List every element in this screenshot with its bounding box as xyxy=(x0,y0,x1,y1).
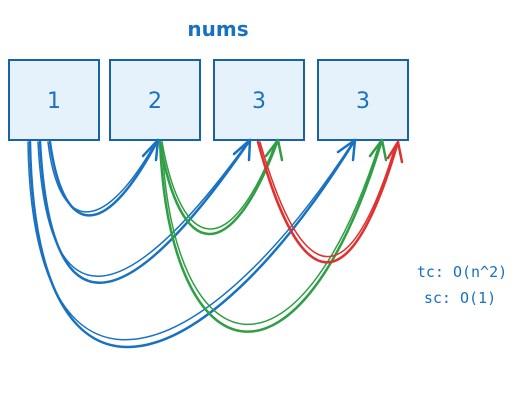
array-cell-value: 3 xyxy=(252,89,266,114)
arrow-3-to-4 xyxy=(256,140,404,264)
array-cell-value: 3 xyxy=(356,89,370,114)
array-cell-2: 3 xyxy=(213,59,305,141)
array-cell-value: 1 xyxy=(47,89,61,114)
red-arrows xyxy=(256,140,404,264)
array-cell-1: 2 xyxy=(109,59,201,141)
arrow-1-to-3 xyxy=(37,138,252,284)
arrow-1-to-2 xyxy=(47,138,160,217)
array-cell-0: 1 xyxy=(8,59,100,141)
arrow-2-to-4 xyxy=(158,138,388,333)
arrow-1-to-4 xyxy=(27,138,357,349)
array-cell-3: 3 xyxy=(317,59,409,141)
array-cells: 1 2 3 3 xyxy=(8,59,409,141)
array-title: nums xyxy=(187,17,248,41)
time-complexity: tc: O(n^2) xyxy=(417,263,507,281)
arrow-2-to-3 xyxy=(158,138,284,236)
green-arrows xyxy=(158,138,388,333)
space-complexity: sc: O(1) xyxy=(424,289,496,307)
blue-arrows xyxy=(27,138,357,349)
array-cell-value: 2 xyxy=(148,89,162,114)
